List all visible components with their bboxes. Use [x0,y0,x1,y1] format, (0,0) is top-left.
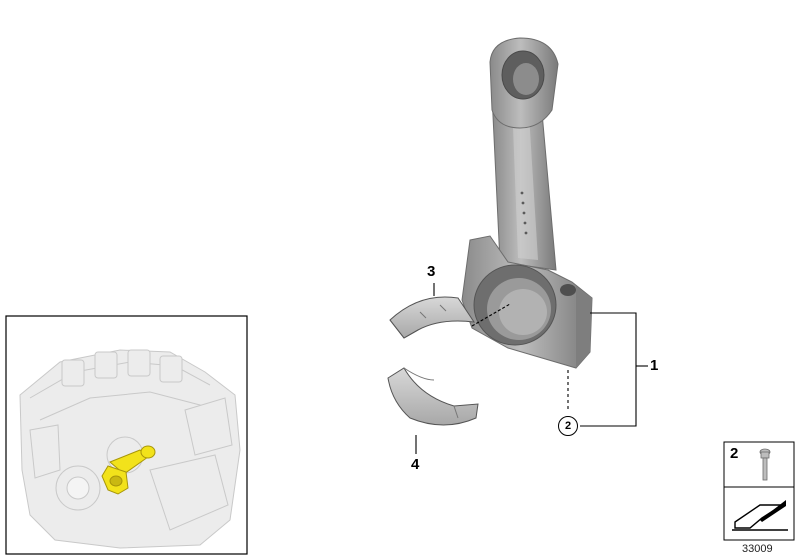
highlighted-connecting-rod [101,445,156,495]
callout-3: 3 [427,263,436,280]
engine-ghost [19,349,241,549]
oil-holes [520,191,528,235]
legend-box [723,441,795,541]
callout-2-circled: 2 [558,416,578,436]
engine-inset [5,315,248,555]
bolt-icon [759,448,771,481]
bearing-shell-lower [387,367,479,426]
bracket-1 [580,312,637,427]
callout-1: 1 [650,357,659,374]
callout-4: 4 [411,456,420,473]
arrow-icon [732,500,788,531]
diagram-reference-number: 33009 [742,543,773,555]
connecting-rod [461,37,593,369]
bearing-shell-upper [389,296,476,339]
leader-lines [415,283,648,454]
shell-guide-line [471,303,511,327]
legend-part-number: 2 [730,445,739,462]
